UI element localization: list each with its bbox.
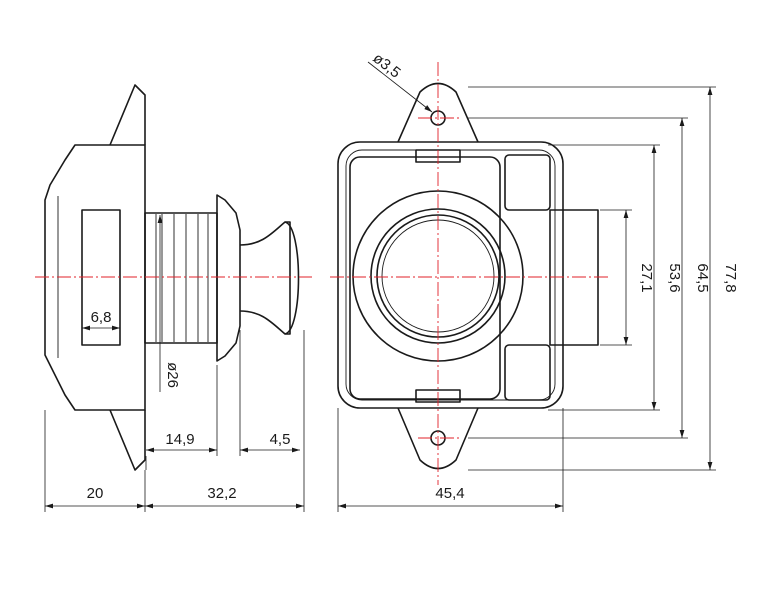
- side-body: [44, 144, 146, 411]
- front-side-tab-upper: [504, 154, 551, 211]
- dim-text-body-width: 45,4: [435, 485, 464, 502]
- side-button-cap: [284, 221, 300, 335]
- front-recess: [349, 156, 501, 400]
- front-side-tab-lower: [504, 344, 551, 401]
- dim-text-button-height: 27,1: [638, 263, 655, 292]
- side-view: [44, 84, 300, 471]
- leader-hole-diameter: [367, 61, 433, 113]
- side-housing-collar: [216, 194, 241, 362]
- side-flange-upper: [109, 84, 146, 146]
- dim-text-button-projection: 32,2: [207, 485, 236, 502]
- centerlines: [35, 62, 610, 485]
- front-plate: [337, 141, 564, 409]
- dim-text-button-length: 4,5: [270, 431, 291, 448]
- side-housing-ribs: [155, 214, 209, 342]
- dim-text-body-height: 53,6: [666, 263, 683, 292]
- dim-text-flange-depth: 20: [87, 485, 104, 502]
- front-outline-top: [397, 82, 479, 143]
- dim-text-hole-spacing: 64,5: [694, 263, 711, 292]
- side-window-slot: [81, 209, 121, 346]
- side-button-neck: [239, 221, 291, 335]
- front-latch-bolt: [549, 209, 599, 346]
- dim-text-housing-length: 14,9: [165, 431, 194, 448]
- side-flange-lower: [109, 409, 146, 471]
- dim-text-shaft-diameter: ø26: [164, 362, 181, 388]
- front-view: [337, 82, 599, 470]
- dim-text-height-overall: 77,8: [722, 263, 739, 292]
- dim-text-slot-width: 6,8: [91, 309, 112, 326]
- dimensions: ø3,5 77,8 64,5 53,6 27,1 45,4 20 32,2 14…: [44, 50, 739, 512]
